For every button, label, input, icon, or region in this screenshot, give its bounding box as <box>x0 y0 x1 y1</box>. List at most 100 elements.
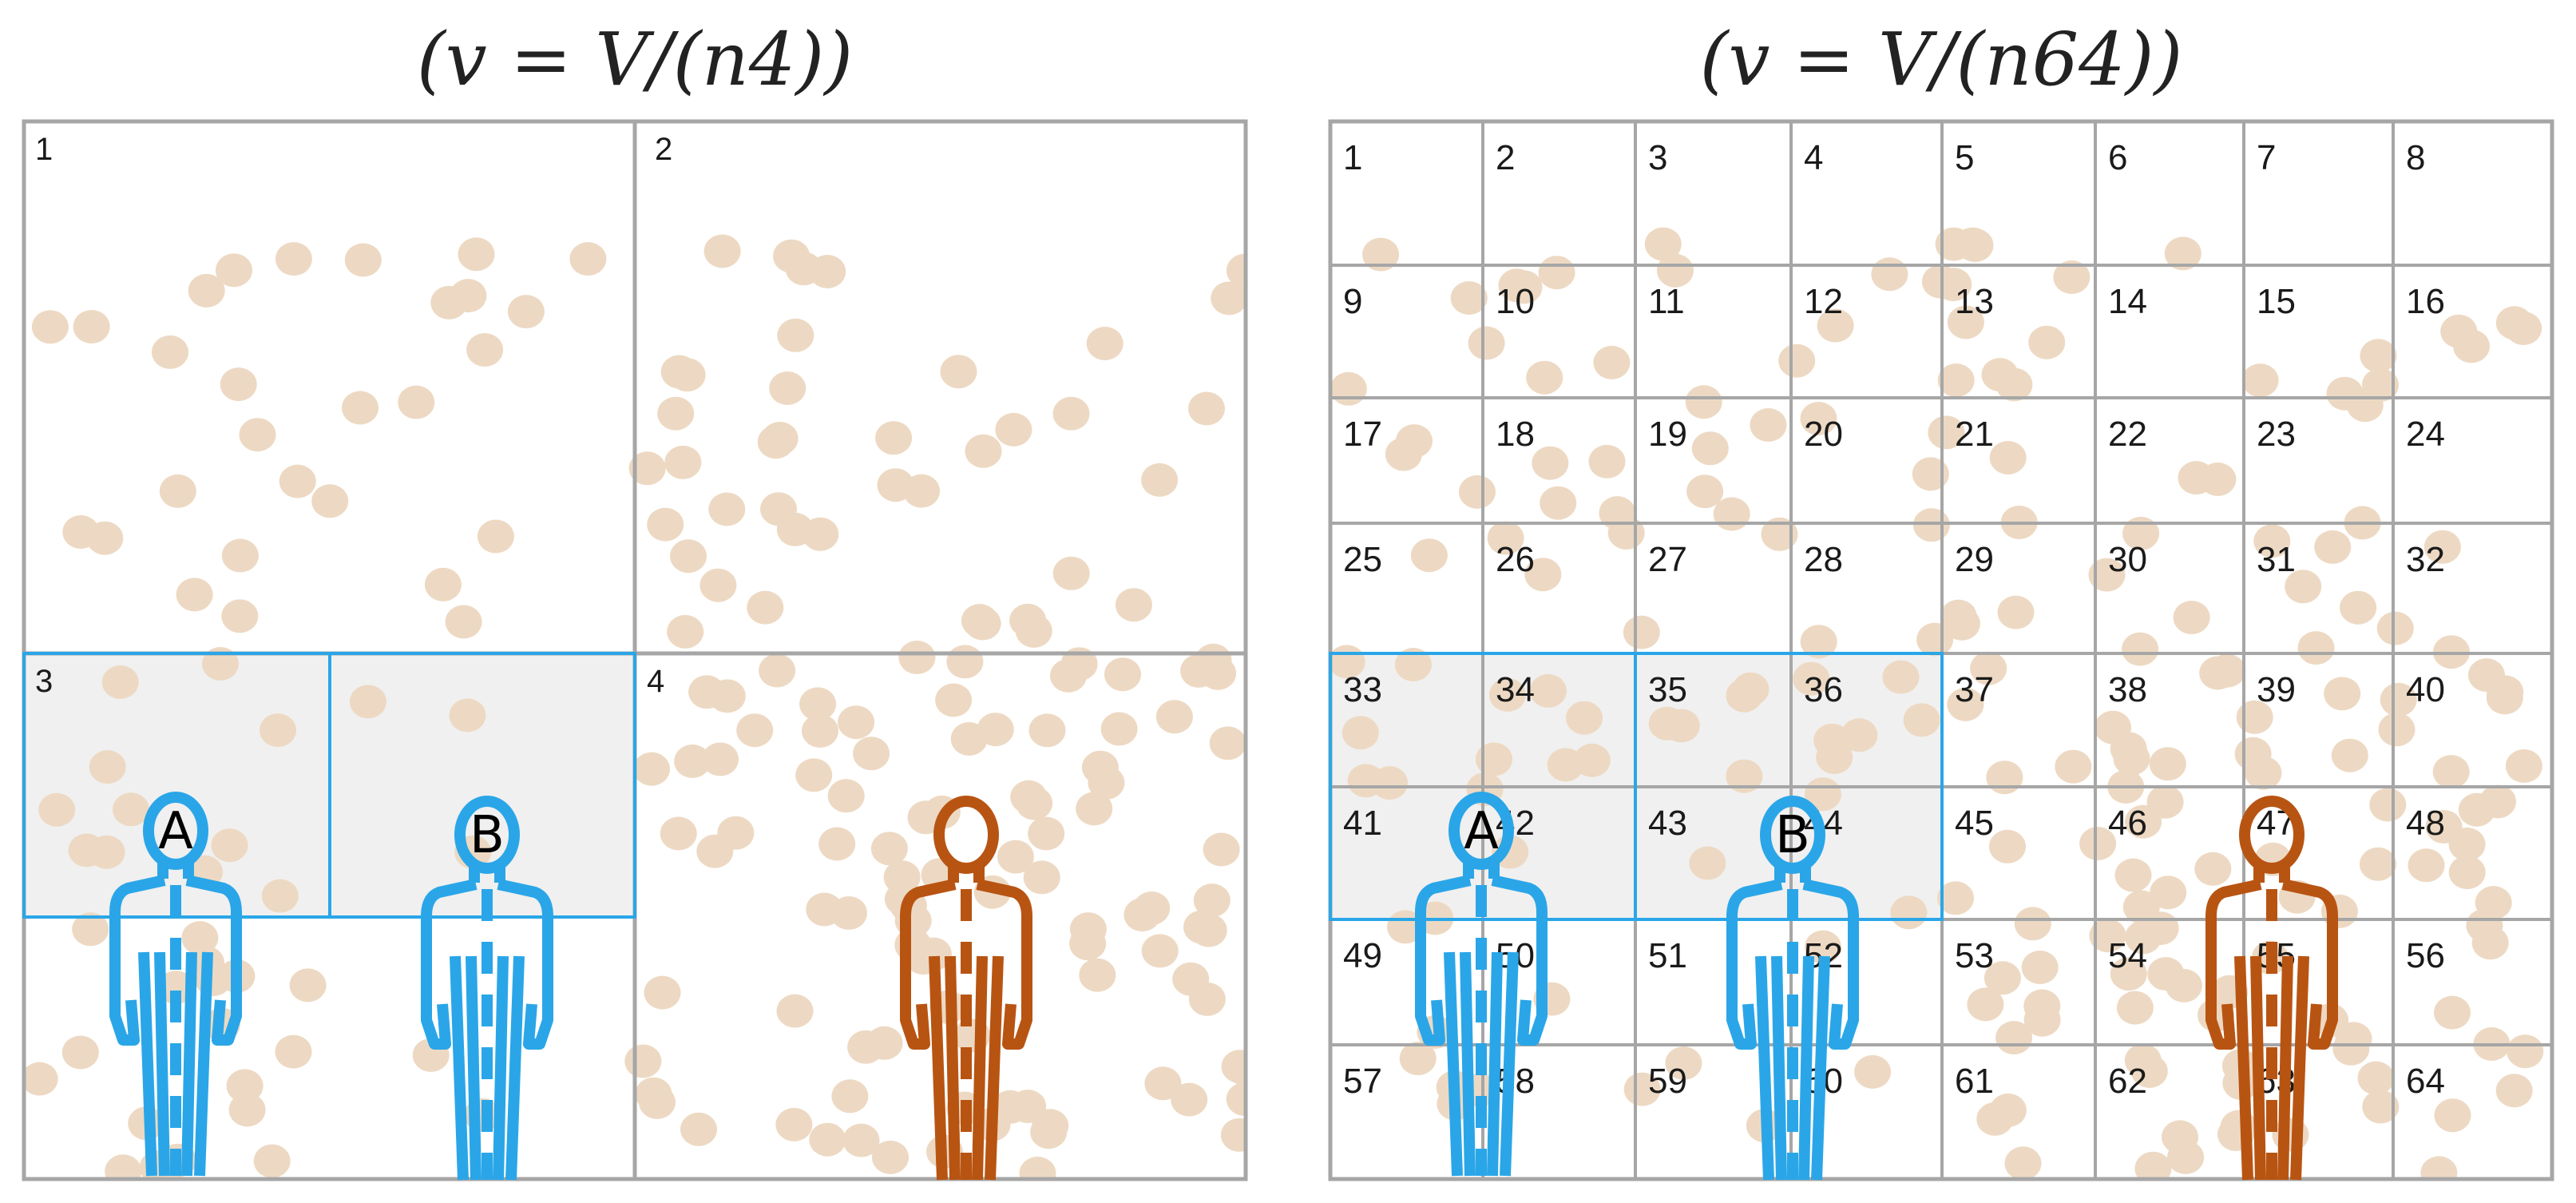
particle <box>2440 314 2478 348</box>
cell-label-32: 32 <box>2406 540 2445 579</box>
particle <box>1588 444 1626 478</box>
particle <box>1984 961 2021 995</box>
person-leg <box>1798 955 1814 1181</box>
particle <box>708 492 746 526</box>
cell-label-1: 1 <box>35 132 53 167</box>
particle <box>757 425 795 459</box>
particle <box>657 396 695 431</box>
person-leg <box>972 955 988 1181</box>
particle <box>2209 653 2246 688</box>
cell-label-26: 26 <box>1496 540 1535 579</box>
particle <box>1028 816 1065 851</box>
particle <box>997 840 1034 874</box>
particle <box>2479 784 2516 819</box>
person-body <box>421 879 553 1050</box>
person-label: A <box>1464 802 1499 861</box>
particle <box>2332 1031 2370 1066</box>
particle <box>2021 951 2059 984</box>
particle <box>1937 363 1975 397</box>
particle <box>769 371 806 405</box>
particle <box>644 975 681 1010</box>
particle <box>1912 457 1949 491</box>
particle <box>1689 846 1726 880</box>
particle <box>2236 700 2273 734</box>
left-particles <box>24 234 1246 1179</box>
particle <box>449 698 486 733</box>
particle <box>1226 1082 1246 1116</box>
cell-label-45: 45 <box>1955 804 1994 843</box>
particle <box>1967 987 2004 1022</box>
cell-label-11: 11 <box>1648 282 1685 321</box>
particle <box>1916 622 1954 657</box>
particle <box>696 834 734 868</box>
particle <box>2164 236 2201 271</box>
particle <box>1459 474 1496 509</box>
particle <box>624 1044 662 1078</box>
particle <box>946 645 984 679</box>
particle <box>1023 860 1060 895</box>
person-a-right: A <box>1415 792 1548 1177</box>
particle <box>2369 788 2407 822</box>
particle <box>1009 1090 1047 1123</box>
particle <box>105 1154 142 1179</box>
particle <box>458 237 495 272</box>
particle <box>1532 446 1569 480</box>
person-leg <box>2250 955 2266 1181</box>
cell-label-21: 21 <box>1955 415 1994 454</box>
particle <box>275 1034 312 1069</box>
particle <box>157 971 195 1005</box>
cell-label-25: 25 <box>1343 540 1382 579</box>
cell-label-27: 27 <box>1648 540 1687 579</box>
cell-label-37: 37 <box>1955 670 1994 709</box>
particle <box>2055 749 2092 784</box>
particle <box>853 736 890 771</box>
cell-label-13: 13 <box>1955 282 1994 321</box>
particle <box>2505 749 2542 783</box>
particle <box>2495 1074 2533 1108</box>
particle <box>289 968 327 1002</box>
particle <box>1069 912 1107 947</box>
particle <box>1171 1082 1208 1117</box>
particle <box>2023 1002 2061 1037</box>
particle <box>699 568 737 602</box>
particle <box>1076 792 1113 826</box>
person-head <box>1760 796 1825 874</box>
particle <box>1450 281 1488 315</box>
particle <box>2053 260 2091 294</box>
particle <box>806 892 843 927</box>
person-leg <box>450 955 469 1181</box>
particle <box>647 507 684 542</box>
particle <box>477 519 514 554</box>
particle <box>31 310 69 344</box>
particle <box>1903 703 1940 737</box>
particle <box>747 590 784 625</box>
person-body <box>900 879 1032 1050</box>
particle <box>1665 1046 1702 1080</box>
particle <box>260 713 296 748</box>
cell-label-61: 61 <box>1955 1062 1994 1101</box>
particle <box>344 243 382 277</box>
particle <box>424 567 462 602</box>
particle <box>1193 883 1231 918</box>
particle <box>708 679 746 713</box>
particle <box>1468 326 1505 360</box>
particle <box>1399 1042 1437 1076</box>
person-head <box>143 792 208 870</box>
particle <box>450 279 487 313</box>
particle <box>2507 1034 2544 1069</box>
cell-label-39: 39 <box>2257 670 2296 709</box>
person-b-right: B <box>1726 796 1859 1181</box>
particle <box>1529 673 1567 708</box>
particle <box>1540 486 1577 520</box>
person-leg <box>1487 951 1503 1177</box>
cell-label-54: 54 <box>2108 936 2147 975</box>
particle <box>760 492 797 526</box>
particle <box>2110 957 2147 991</box>
particle <box>703 234 741 268</box>
particle <box>2448 828 2486 861</box>
particle <box>2088 558 2126 592</box>
particle <box>2028 325 2066 359</box>
particle <box>1199 656 1237 690</box>
particle <box>1732 672 1770 706</box>
particle <box>2014 907 2051 941</box>
